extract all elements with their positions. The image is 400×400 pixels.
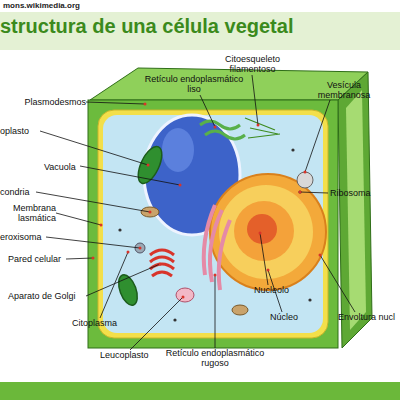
part-label: Leucoplasto [100, 350, 160, 360]
part-label: Aparato de Golgi [8, 291, 88, 301]
mitochondrion [141, 207, 159, 217]
watermark: mons.wikimedia.org [1, 1, 82, 10]
nucleolus [247, 214, 277, 244]
part-label: Pared celular [8, 254, 70, 264]
nucleoplasm [234, 201, 294, 261]
diagram-title: structura de una célula vegetal [0, 15, 293, 38]
rough-er [204, 205, 230, 290]
part-label: Plasmodesmos [18, 97, 86, 107]
peroxisome [135, 243, 145, 253]
part-label: Núcleo [270, 312, 306, 322]
wall-section [346, 90, 366, 330]
part-label: Citoplasma [72, 318, 130, 328]
vacuole-highlight [162, 128, 194, 172]
mitochondrion [232, 305, 248, 315]
bottom-band [0, 382, 400, 400]
part-label: Retículo endoplasmático rugoso [160, 348, 270, 368]
part-label: condria [0, 187, 38, 197]
part-label: Retículo endoplasmático liso [138, 74, 250, 94]
part-label: Citoesqueleto filamentoso [205, 54, 300, 74]
leader-dots [92, 103, 322, 299]
wall-side [338, 72, 372, 348]
chloroplast [133, 143, 166, 187]
part-label: Nucleolo [254, 285, 302, 295]
leader-lines [36, 75, 355, 350]
part-label: Vesícula membranosa [310, 80, 378, 100]
cytoskeleton [245, 118, 280, 138]
title-band [0, 12, 400, 50]
leucoplast [176, 288, 194, 302]
nucleus [219, 185, 313, 279]
plasma-membrane [98, 110, 328, 338]
smooth-er [200, 121, 245, 139]
part-label: oplasto [0, 126, 42, 136]
golgi [150, 250, 174, 276]
part-label: Ribosoma [330, 188, 380, 198]
part-label: Envoltura nucl [338, 312, 400, 322]
part-label: Membrana lasmática [0, 203, 56, 223]
vesicle [297, 172, 313, 188]
part-label: eroxisoma [0, 232, 48, 242]
cell-wall [88, 100, 338, 348]
part-label: Vacuola [44, 162, 82, 172]
